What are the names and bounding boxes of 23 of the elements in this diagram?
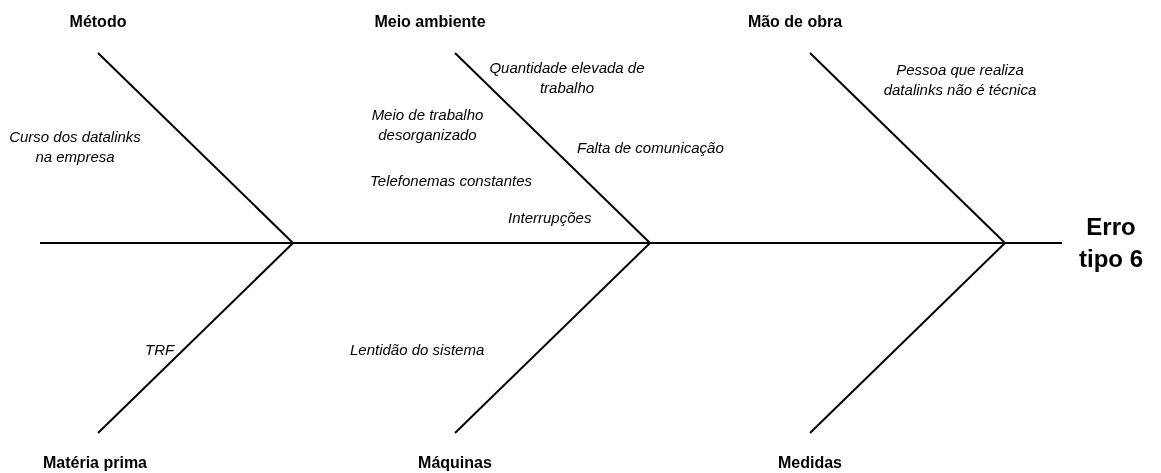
- category-label: Meio ambiente: [374, 12, 486, 32]
- cause-label: Quantidade elevada de trabalho: [488, 58, 646, 99]
- bone-line: [97, 242, 294, 434]
- category-label: Método: [69, 12, 127, 32]
- category-label: Medidas: [778, 452, 842, 472]
- cause-label: Lentidão do sistema: [350, 340, 486, 360]
- cause-label: TRF: [145, 340, 176, 360]
- cause-label: Telefonemas constantes: [370, 171, 534, 191]
- spine-line: [39, 242, 1063, 244]
- cause-label: Curso dos datalinks na empresa: [8, 127, 142, 168]
- bone-line: [97, 52, 294, 244]
- bone-line: [454, 52, 651, 244]
- cause-label: Interrupções: [508, 208, 593, 228]
- bone-line: [809, 52, 1006, 244]
- category-label: Matéria prima: [42, 452, 147, 472]
- cause-label: Falta de comunicação: [577, 138, 725, 158]
- cause-label: Meio de trabalho desorganizado: [370, 105, 485, 146]
- category-label: Máquinas: [418, 452, 492, 472]
- effect-label: Erro tipo 6: [1078, 211, 1144, 274]
- cause-label: Pessoa que realiza datalinks não é técnica: [882, 60, 1038, 101]
- bone-line: [454, 242, 651, 434]
- bone-line: [809, 242, 1006, 434]
- category-label: Mão de obra: [747, 12, 843, 32]
